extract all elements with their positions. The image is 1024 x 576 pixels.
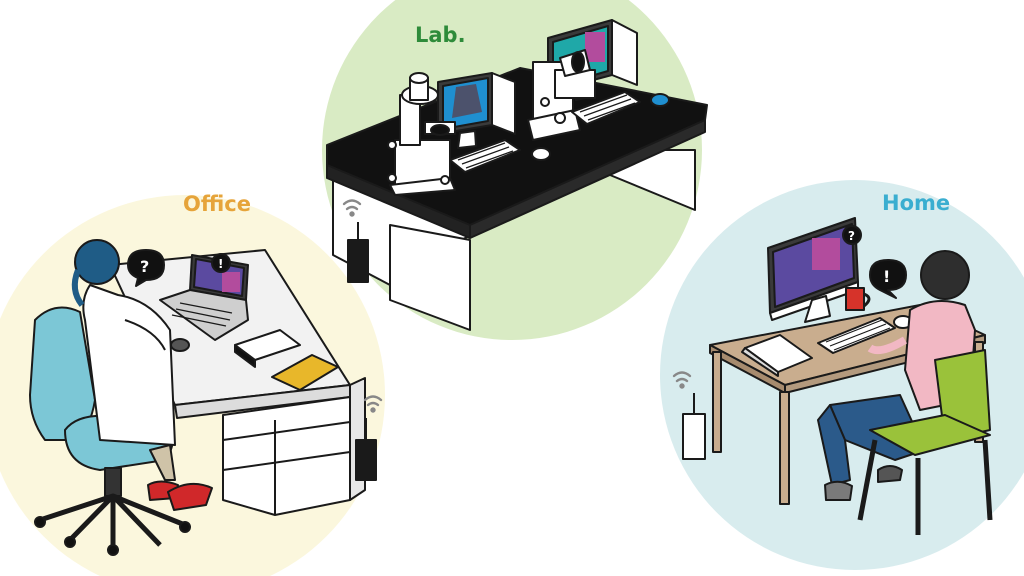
- lab-mouse-right: [651, 94, 669, 106]
- lab-mouse-left: [532, 148, 550, 160]
- router-icon: [356, 440, 376, 480]
- router-icon: [348, 240, 368, 282]
- question-icon: ?: [843, 226, 861, 244]
- router-icon: [683, 414, 705, 459]
- lab-label: Lab.: [415, 23, 466, 47]
- office-person-bubble-text: ?: [140, 257, 149, 276]
- home-label: Home: [882, 191, 950, 215]
- home-monitor-bubble-text: ?: [848, 229, 855, 243]
- office-laptop-bubble-text: !: [218, 257, 223, 271]
- office-label: Office: [183, 192, 251, 216]
- exclamation-icon: !: [212, 254, 230, 272]
- home-person-bubble-text: !: [883, 267, 890, 286]
